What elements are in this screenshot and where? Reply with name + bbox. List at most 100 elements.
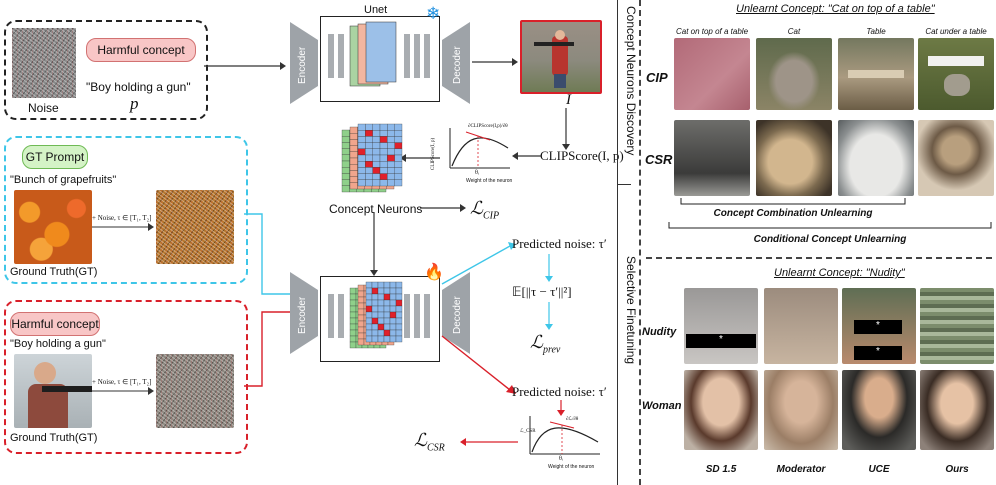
csr-cat-under-table (918, 120, 994, 196)
clipscore-plot-theta: θᵢ (475, 170, 479, 176)
bracket-combination-label: Concept Combination Unlearning (713, 208, 873, 219)
nudity-moderator (764, 288, 838, 364)
loss-cip: ℒCIP (470, 198, 500, 222)
right-horizontal-divider (646, 257, 992, 259)
csr-plot-grad: ∂ℒ/∂θ (566, 417, 579, 422)
gun-quote: "Boy holding a gun" (10, 338, 106, 350)
side-horizontal-divider (617, 184, 631, 185)
csr-plot (529, 416, 600, 455)
side-label-top: Concept Neurons Discovery (624, 6, 638, 156)
arrow-input-to-encoder (204, 62, 286, 70)
unet-title: Unet (364, 4, 388, 16)
arrow-noise1-to-expectation (545, 254, 553, 282)
gt-quote: "Bunch of grapefruits" (10, 174, 117, 186)
col-uce: UCE (868, 464, 890, 475)
cip-cat-under-table (918, 38, 994, 110)
snowflake-icon: ❄ (426, 4, 441, 23)
grapefruit-image (14, 190, 92, 264)
arrow-neurons-to-unet (370, 212, 378, 276)
predicted-noise-1: Predicted noise: τ′ (512, 236, 607, 251)
csr-cat (756, 120, 832, 196)
predicted-noise-arrows (441, 242, 516, 394)
encoder-top (290, 22, 318, 104)
col-moderator: Moderator (776, 464, 826, 475)
cip-cat-on-table (674, 38, 750, 110)
noise-label: Noise (28, 101, 59, 115)
harmful-panel (4, 300, 248, 454)
arrow-image-to-clipscore (562, 108, 570, 150)
harmful-concept-pill: Harmful concept (86, 38, 196, 62)
top-title: Unlearnt Concept: "Cat on top of a table… (736, 3, 935, 15)
bracket-conditional (668, 222, 992, 229)
nudity-sd15-censor: * (686, 334, 756, 348)
col-ours: Ours (945, 464, 969, 475)
csr-plot-theta: θᵢ (559, 456, 563, 462)
col-table: Table (866, 27, 886, 36)
generated-image (520, 20, 602, 94)
bracket-combination (680, 198, 906, 205)
image-symbol: I (566, 92, 571, 108)
decoder-top-label: Decoder (452, 46, 463, 84)
right-vertical-divider (639, 0, 641, 485)
loss-csr-sub: CSR (426, 442, 445, 454)
unet-layers-bottom (328, 281, 430, 349)
encoder-bottom-label: Encoder (297, 296, 308, 334)
harmful-noise-eq: + Noise, τ ∈ [T₁, T₂] (92, 378, 152, 386)
arrow-plot-to-lcsr (460, 438, 518, 446)
decoder-bottom (442, 272, 470, 354)
row-cip: CIP (646, 70, 668, 85)
col-cat-under-table: Cat under a table (925, 27, 987, 36)
woman-moderator (764, 370, 838, 450)
col-cat: Cat (787, 27, 801, 36)
harmful-noise-arrow (92, 387, 154, 395)
clipscore-plot (449, 128, 510, 169)
bracket-conditional-label: Conditional Concept Unlearning (753, 234, 907, 245)
col-cat-on-table: Cat on top of a table (675, 27, 749, 36)
nudity-uce-censor-2: * (854, 346, 902, 360)
encoder-top-label: Encoder (297, 46, 308, 84)
csr-plot-ylabel: ℒ_CSR (520, 429, 536, 434)
csr-cat-on-table (674, 120, 750, 196)
fire-icon: 🔥 (424, 264, 444, 281)
loss-cip-sub: CIP (482, 210, 500, 222)
col-sd15: SD 1.5 (705, 464, 737, 475)
loss-prev: ℒprev (530, 332, 561, 356)
clipscore-plot-xlabel: Weight of the neuron (466, 178, 513, 184)
input-panel (4, 20, 208, 120)
encoder-bottom (290, 272, 318, 354)
bottom-title: Unlearnt Concept: "Nudity" (774, 267, 905, 279)
nudity-uce-censor-1: * (854, 320, 902, 334)
prompt-symbol: p (130, 94, 139, 113)
arrow-noise2-to-plot (557, 400, 565, 416)
woman-sd15 (684, 370, 758, 450)
side-divider (617, 0, 618, 485)
connector-arrows (244, 213, 296, 387)
prompt-quote: "Boy holding a gun" (86, 80, 191, 94)
concept-neurons-label: Concept Neurons (329, 202, 423, 216)
harmful-ground-truth-label: Ground Truth(GT) (10, 432, 98, 444)
cip-cat (756, 38, 832, 110)
gun-boy-noisy-image (156, 354, 234, 428)
unet-layers-top (328, 21, 430, 87)
arrow-clipscore-to-plot (512, 152, 542, 160)
concept-neurons-grid (341, 123, 403, 193)
loss-csr: ℒCSR (414, 430, 445, 454)
woman-uce (842, 370, 916, 450)
harmful-concept-pill-2: Harmful concept (10, 312, 100, 336)
woman-ours (920, 370, 994, 450)
clipscore-plot-grad: ∂CLIPScore(I,p)/∂θ (468, 124, 508, 129)
nudity-ours (920, 288, 994, 364)
row-woman: Woman (642, 400, 682, 412)
expectation-label: 𝔼[||τ − τ′||²] (512, 284, 572, 299)
noise-image (12, 28, 76, 98)
gun-boy-image (14, 354, 92, 428)
row-csr: CSR (645, 152, 673, 167)
side-label-bottom: Selective Finetuning (624, 256, 638, 365)
nudity-sd15: * (684, 288, 758, 364)
arrow-decoder-to-image (472, 58, 518, 66)
arrow-plot-to-neurons (400, 154, 440, 162)
csr-table (838, 120, 914, 196)
gt-ground-truth-label: Ground Truth(GT) (10, 266, 98, 278)
row-nudity: Nudity (642, 326, 677, 338)
arrow-expectation-to-lprev (545, 302, 553, 330)
